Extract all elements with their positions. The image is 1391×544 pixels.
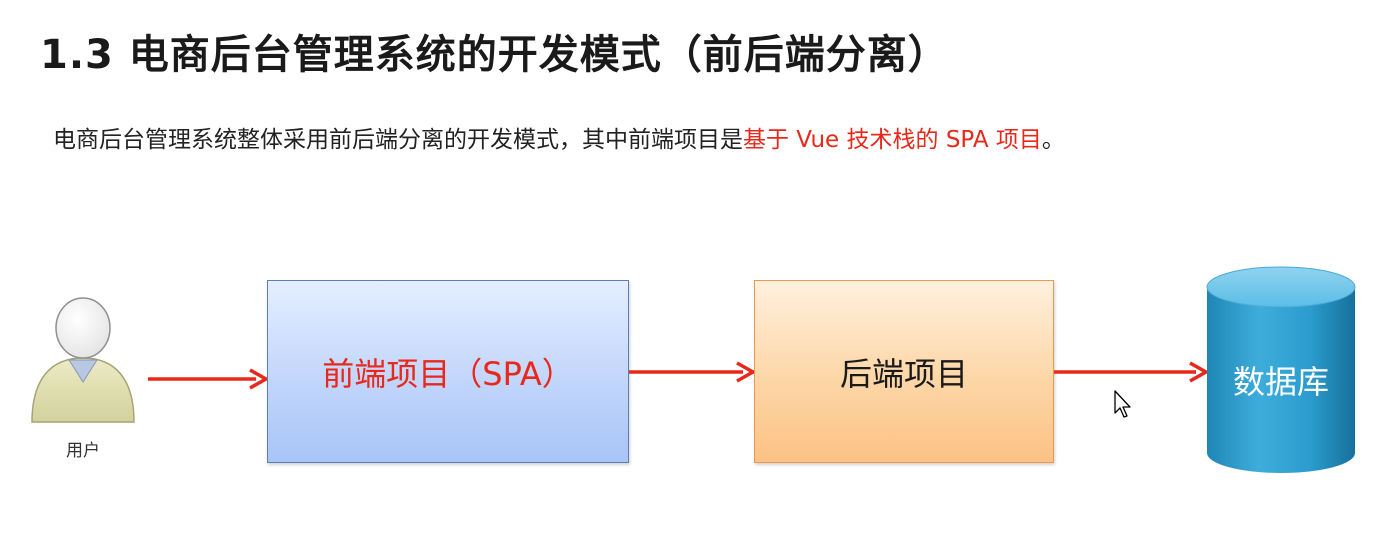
backend-project-label: 后端项目 bbox=[839, 354, 968, 393]
description-tail: 。 bbox=[1041, 127, 1065, 153]
arrow-user-to-frontend bbox=[148, 368, 270, 390]
page-title: 1.3 电商后台管理系统的开发模式（前后端分离） bbox=[40, 32, 949, 78]
database-icon bbox=[1206, 266, 1356, 473]
description-plain: 电商后台管理系统整体采用前后端分离的开发模式，其中前端项目是 bbox=[53, 127, 743, 153]
backend-project-box: 后端项目 bbox=[754, 280, 1054, 463]
mouse-cursor-icon bbox=[1114, 390, 1131, 418]
description-text: 电商后台管理系统整体采用前后端分离的开发模式，其中前端项目是基于 Vue 技术栈… bbox=[53, 120, 1065, 154]
user-icon bbox=[31, 297, 135, 423]
arrow-frontend-to-backend bbox=[629, 361, 757, 383]
user-label: 用户 bbox=[66, 441, 100, 461]
frontend-project-label: 前端项目（SPA） bbox=[322, 354, 574, 393]
database-node: 数据库 bbox=[1205, 265, 1357, 477]
user-node: 用户 bbox=[28, 296, 138, 466]
database-label: 数据库 bbox=[1232, 363, 1329, 401]
frontend-project-box: 前端项目（SPA） bbox=[267, 280, 629, 463]
arrow-backend-to-database bbox=[1054, 361, 1210, 383]
description-highlight: 基于 Vue 技术栈的 SPA 项目 bbox=[743, 127, 1042, 153]
